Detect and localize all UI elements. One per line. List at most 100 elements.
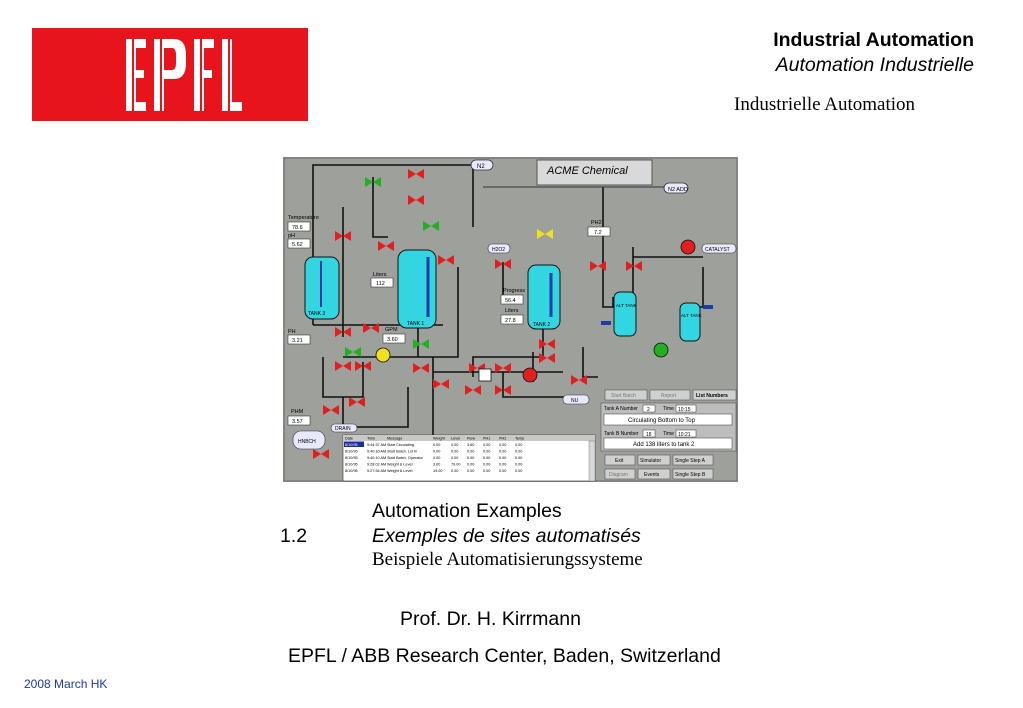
- btn-report[interactable]: Report: [661, 393, 677, 399]
- readout-ph1-value: 3.21: [292, 338, 303, 344]
- btn-exit[interactable]: Exit: [615, 458, 624, 464]
- table-cell: 0.00: [467, 450, 474, 454]
- btn-diagram[interactable]: Diagram: [609, 472, 628, 478]
- table-cell: 0.00: [499, 469, 506, 473]
- table-cell: 3.00: [433, 463, 440, 467]
- readout-gpm-label: GPM: [385, 327, 398, 333]
- readout-liters2-value: 27.8: [505, 318, 516, 324]
- gas-n2-add: N2 ADD: [668, 187, 688, 193]
- section-number: 1.2: [280, 525, 308, 547]
- btn-single-step-a[interactable]: Single Step A: [675, 458, 706, 464]
- readout-progress-value: 56.4: [505, 298, 516, 304]
- alt-tank-a-label: ALT TANK: [616, 303, 637, 308]
- table-header-cell: Weight: [433, 437, 446, 441]
- table-cell: 0.00: [451, 456, 458, 460]
- status-message-1: Circulating Bottom to Top: [628, 418, 696, 424]
- section-title-fr: Exemples de sites automatisés: [372, 525, 641, 547]
- table-cell: Weight & Level: [387, 469, 413, 473]
- header-titles: Industrial Automation Automation Industr…: [640, 28, 974, 115]
- table-cell: 9:44:37 AM: [367, 443, 386, 447]
- table-header-cell: Date: [345, 437, 353, 441]
- table-cell: 3.60: [467, 443, 474, 447]
- table-cell: 0.00: [515, 450, 522, 454]
- table-cell: 79.00: [451, 463, 461, 467]
- table-cell: 0.00: [483, 450, 490, 454]
- table-cell: 8/10/95: [345, 450, 358, 454]
- btn-simulator[interactable]: Simulator: [640, 458, 661, 464]
- table-cell: Start Batch, Lot B: [387, 450, 417, 454]
- btn-events[interactable]: Events: [644, 472, 660, 478]
- footer-date: 2008 March HK: [24, 677, 108, 691]
- table-cell: 9:28:02 AM: [367, 463, 386, 467]
- table-cell: 0.00: [467, 463, 474, 467]
- btn-list-numbers[interactable]: List Numbers: [696, 393, 728, 399]
- table-scrollbar[interactable]: [588, 440, 596, 482]
- status-tank-b-value: 18: [646, 432, 652, 438]
- table-cell: 0.00: [483, 443, 490, 447]
- tag-nu: NU: [571, 398, 579, 404]
- table-cell: Start Batch, Operator: [387, 456, 424, 460]
- table-cell: Weight & Level: [387, 463, 413, 467]
- table-header-cell: Time: [367, 437, 375, 441]
- status-tank-a-label: Tank A Number: [604, 406, 638, 412]
- status-tank-b-label: Tank B Number: [604, 431, 639, 437]
- btn-single-step-b[interactable]: Single Step B: [675, 472, 706, 478]
- readout-phm-label: PHM: [291, 409, 304, 415]
- section-title-de: Beispiele Automatisierungssysteme: [372, 549, 643, 570]
- table-cell: 8/10/95: [345, 456, 358, 460]
- status-time-b-label: Time: [663, 431, 674, 437]
- table-header-cell: Level: [451, 437, 460, 441]
- table-header-cell: PH1: [483, 437, 490, 441]
- table-cell: 0.00: [483, 469, 490, 473]
- readout-liters1-label: Liters: [373, 272, 387, 278]
- table-cell: 8/10/95: [345, 463, 358, 467]
- readout-liters1-value: 112: [376, 281, 385, 287]
- header-title-fr: Automation Industrielle: [775, 54, 974, 76]
- table-cell: 0.00: [433, 456, 440, 460]
- table-cell: 0.00: [433, 450, 440, 454]
- readout-gpm-value: 3.60: [387, 337, 398, 343]
- tank-1-label: TANK 1: [407, 321, 424, 327]
- readout-progress-label: Progress: [503, 288, 525, 294]
- table-cell: 19.00: [433, 469, 443, 473]
- status-time-a-label: Time: [663, 406, 674, 412]
- table-cell: 8/10/95: [345, 443, 358, 447]
- table-cell: 0.00: [433, 443, 440, 447]
- scada-screenshot: ACME Chemical: [283, 157, 738, 482]
- author-name: Prof. Dr. H. Kirrmann: [400, 608, 581, 630]
- alt-tank-b-label: ALT TANK: [681, 313, 702, 318]
- status-time-b-value: 10:21: [678, 432, 691, 438]
- epfl-logo: [32, 28, 308, 121]
- table-cell: 0.00: [467, 469, 474, 473]
- table-cell: 0.00: [515, 463, 522, 467]
- table-header-cell: Temp: [515, 437, 524, 441]
- table-cell: 0.00: [515, 469, 522, 473]
- table-header-cell: PH2: [499, 437, 506, 441]
- table-cell: 0.00: [515, 456, 522, 460]
- readout-liters2-label: Liters: [505, 308, 519, 314]
- table-cell: 0.00: [483, 456, 490, 460]
- institution: EPFL / ABB Research Center, Baden, Switz…: [288, 645, 721, 667]
- tank-2-label: TANK 2: [533, 322, 550, 328]
- readout-ph-value: 5.62: [292, 242, 303, 248]
- table-cell: 0.00: [467, 456, 474, 460]
- table-cell: 0.00: [515, 443, 522, 447]
- table-header-cell: Flow: [467, 437, 475, 441]
- table-cell: Start Circulating: [387, 443, 414, 447]
- table-cell: 8/10/95: [345, 469, 358, 473]
- header-title-de: Industrielle Automation: [734, 94, 916, 115]
- tag-catalyst: CATALYST: [705, 247, 730, 253]
- table-cell: 0.00: [483, 463, 490, 467]
- table-header-cell: Message: [387, 437, 402, 441]
- readout-temp-label: Temperature: [288, 215, 319, 221]
- table-row-selection: [344, 441, 364, 447]
- btn-start-batch[interactable]: Start Batch: [611, 393, 636, 399]
- status-time-a-value: 10:15: [678, 407, 691, 413]
- table-cell: 0.00: [499, 456, 506, 460]
- readout-ph2-label: PH2: [591, 220, 602, 226]
- table-cell: 0.00: [499, 443, 506, 447]
- event-log-table: Date Time Message Weight Level Flow PH1 PH2 Temp…: [342, 434, 596, 482]
- readout-ph-label: pH: [288, 233, 295, 239]
- table-cell: 9:27:54 AM: [367, 469, 386, 473]
- table-cell: 9:40:10 AM: [367, 456, 386, 460]
